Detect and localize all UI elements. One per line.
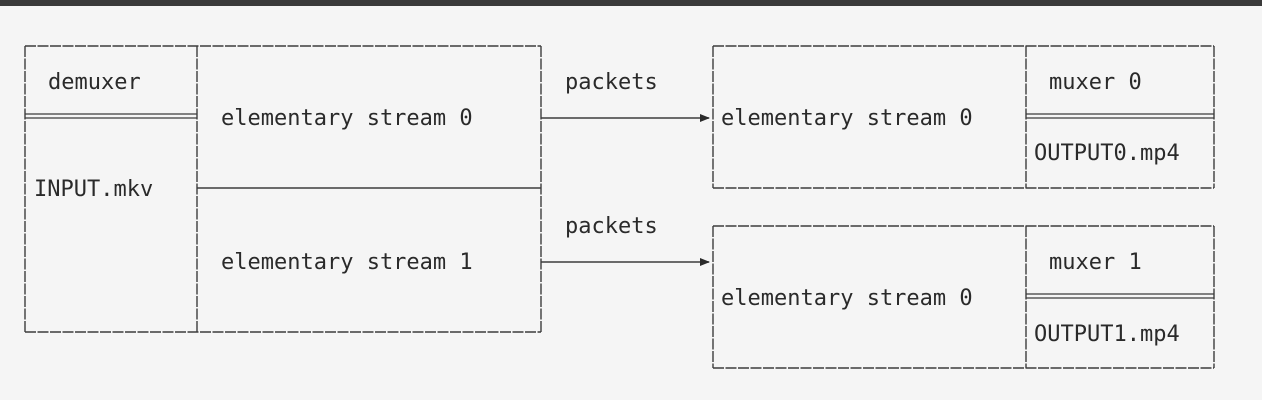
muxer-1-output-file: OUTPUT1.mp4 bbox=[1034, 322, 1180, 347]
demuxer-frame bbox=[24, 45, 542, 333]
muxer-1-title: muxer 1 bbox=[1049, 250, 1142, 275]
packets-arrow-1: packets bbox=[541, 214, 710, 266]
top-bar bbox=[0, 0, 1262, 6]
packets-arrow-0: packets bbox=[541, 70, 710, 122]
muxer-1-title-separator bbox=[1026, 293, 1214, 299]
demuxer-stream-0-label: elementary stream 0 bbox=[221, 106, 473, 131]
packets-label-0: packets bbox=[565, 70, 658, 95]
muxer-0-title: muxer 0 bbox=[1049, 70, 1142, 95]
muxer-0-title-separator bbox=[1026, 113, 1214, 119]
muxer-0-output-file: OUTPUT0.mp4 bbox=[1034, 141, 1180, 166]
muxer-1-frame bbox=[712, 225, 1215, 369]
muxer-1-block: elementary stream 0 muxer 1 OUTPUT1.mp4 bbox=[712, 225, 1215, 369]
demuxer-block: demuxer INPUT.mkv elementary stream 0 el… bbox=[24, 45, 542, 333]
demuxer-title: demuxer bbox=[48, 70, 141, 95]
muxer-0-block: elementary stream 0 muxer 0 OUTPUT0.mp4 bbox=[712, 45, 1215, 189]
muxer-0-frame bbox=[712, 45, 1215, 189]
packets-label-1: packets bbox=[565, 214, 658, 239]
muxer-0-stream-label: elementary stream 0 bbox=[721, 106, 973, 131]
demuxer-title-separator bbox=[25, 113, 197, 119]
demuxer-stream-1-label: elementary stream 1 bbox=[221, 250, 473, 275]
muxer-1-stream-label: elementary stream 0 bbox=[721, 286, 973, 311]
demuxer-input-file: INPUT.mkv bbox=[34, 177, 153, 202]
